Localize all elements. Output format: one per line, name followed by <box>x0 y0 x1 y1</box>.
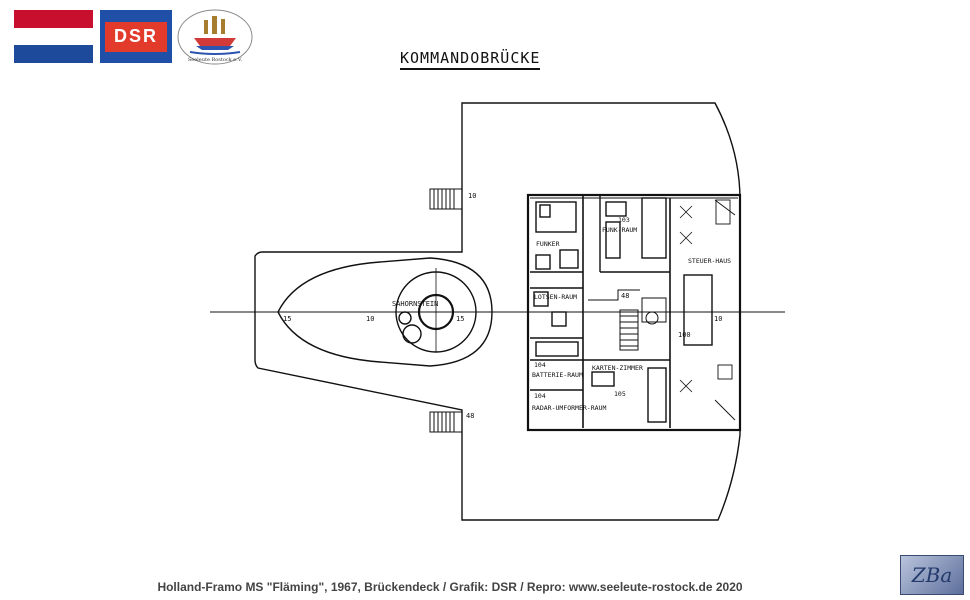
room-number-funk: 103 <box>618 216 630 224</box>
room-label-lotsen: LOTSEN-RAUM <box>534 293 577 301</box>
image-caption: Holland-Framo MS "Fläming", 1967, Brücke… <box>157 580 743 594</box>
room-number-karten: 105 <box>614 390 626 398</box>
frame-label-6: 10 <box>366 315 374 323</box>
frame-label-3: 15 <box>456 315 464 323</box>
flag-stripe-blue <box>14 45 93 63</box>
frame-label-7: 10 <box>714 315 722 323</box>
frame-label-2: 10 <box>468 192 476 200</box>
dsr-logo: DSR <box>100 10 172 63</box>
deck-outline <box>254 102 741 521</box>
ladder-port <box>429 188 463 210</box>
room-label-funnel: SAHORNSTEIN <box>392 300 438 308</box>
room-number-batterie: 104 <box>534 361 546 369</box>
room-label-funk: FUNK-RAUM <box>602 226 637 234</box>
room-label-funker: FUNKER <box>536 240 560 248</box>
dutch-flag-logo <box>14 10 93 63</box>
frame-label-8: 48 <box>466 412 474 420</box>
room-label-batterie: BATTERIE-RAUM <box>532 371 583 379</box>
flag-stripe-red <box>14 10 93 28</box>
room-label-radar: RADAR-UMFORMER-RAUM <box>532 404 606 412</box>
dsr-logo-text: DSR <box>105 21 167 52</box>
room-label-karten: KARTEN-ZIMMER <box>592 364 643 372</box>
zba-badge-logo: ZBa <box>900 555 964 595</box>
frame-label-4: 48 <box>621 292 629 300</box>
room-label-steuerhaus: STEUER-HAUS <box>688 257 731 265</box>
room-number-radar: 104 <box>534 392 546 400</box>
ladder-starboard <box>429 411 463 433</box>
deckhouse-outline <box>526 193 742 432</box>
flag-stripe-white <box>14 27 93 46</box>
drawing-title: KOMMANDOBRÜCKE <box>400 49 541 70</box>
frame-label-1: 15 <box>283 315 291 323</box>
frame-label-5: 100 <box>678 331 691 339</box>
stairway <box>619 309 639 351</box>
funnel-small-ring <box>402 324 422 344</box>
funnel-casing <box>277 257 493 367</box>
seal-text: Seeleute Rostock e.V. <box>188 57 243 63</box>
seeleute-rostock-seal-logo: Seeleute Rostock e.V. <box>177 9 253 65</box>
